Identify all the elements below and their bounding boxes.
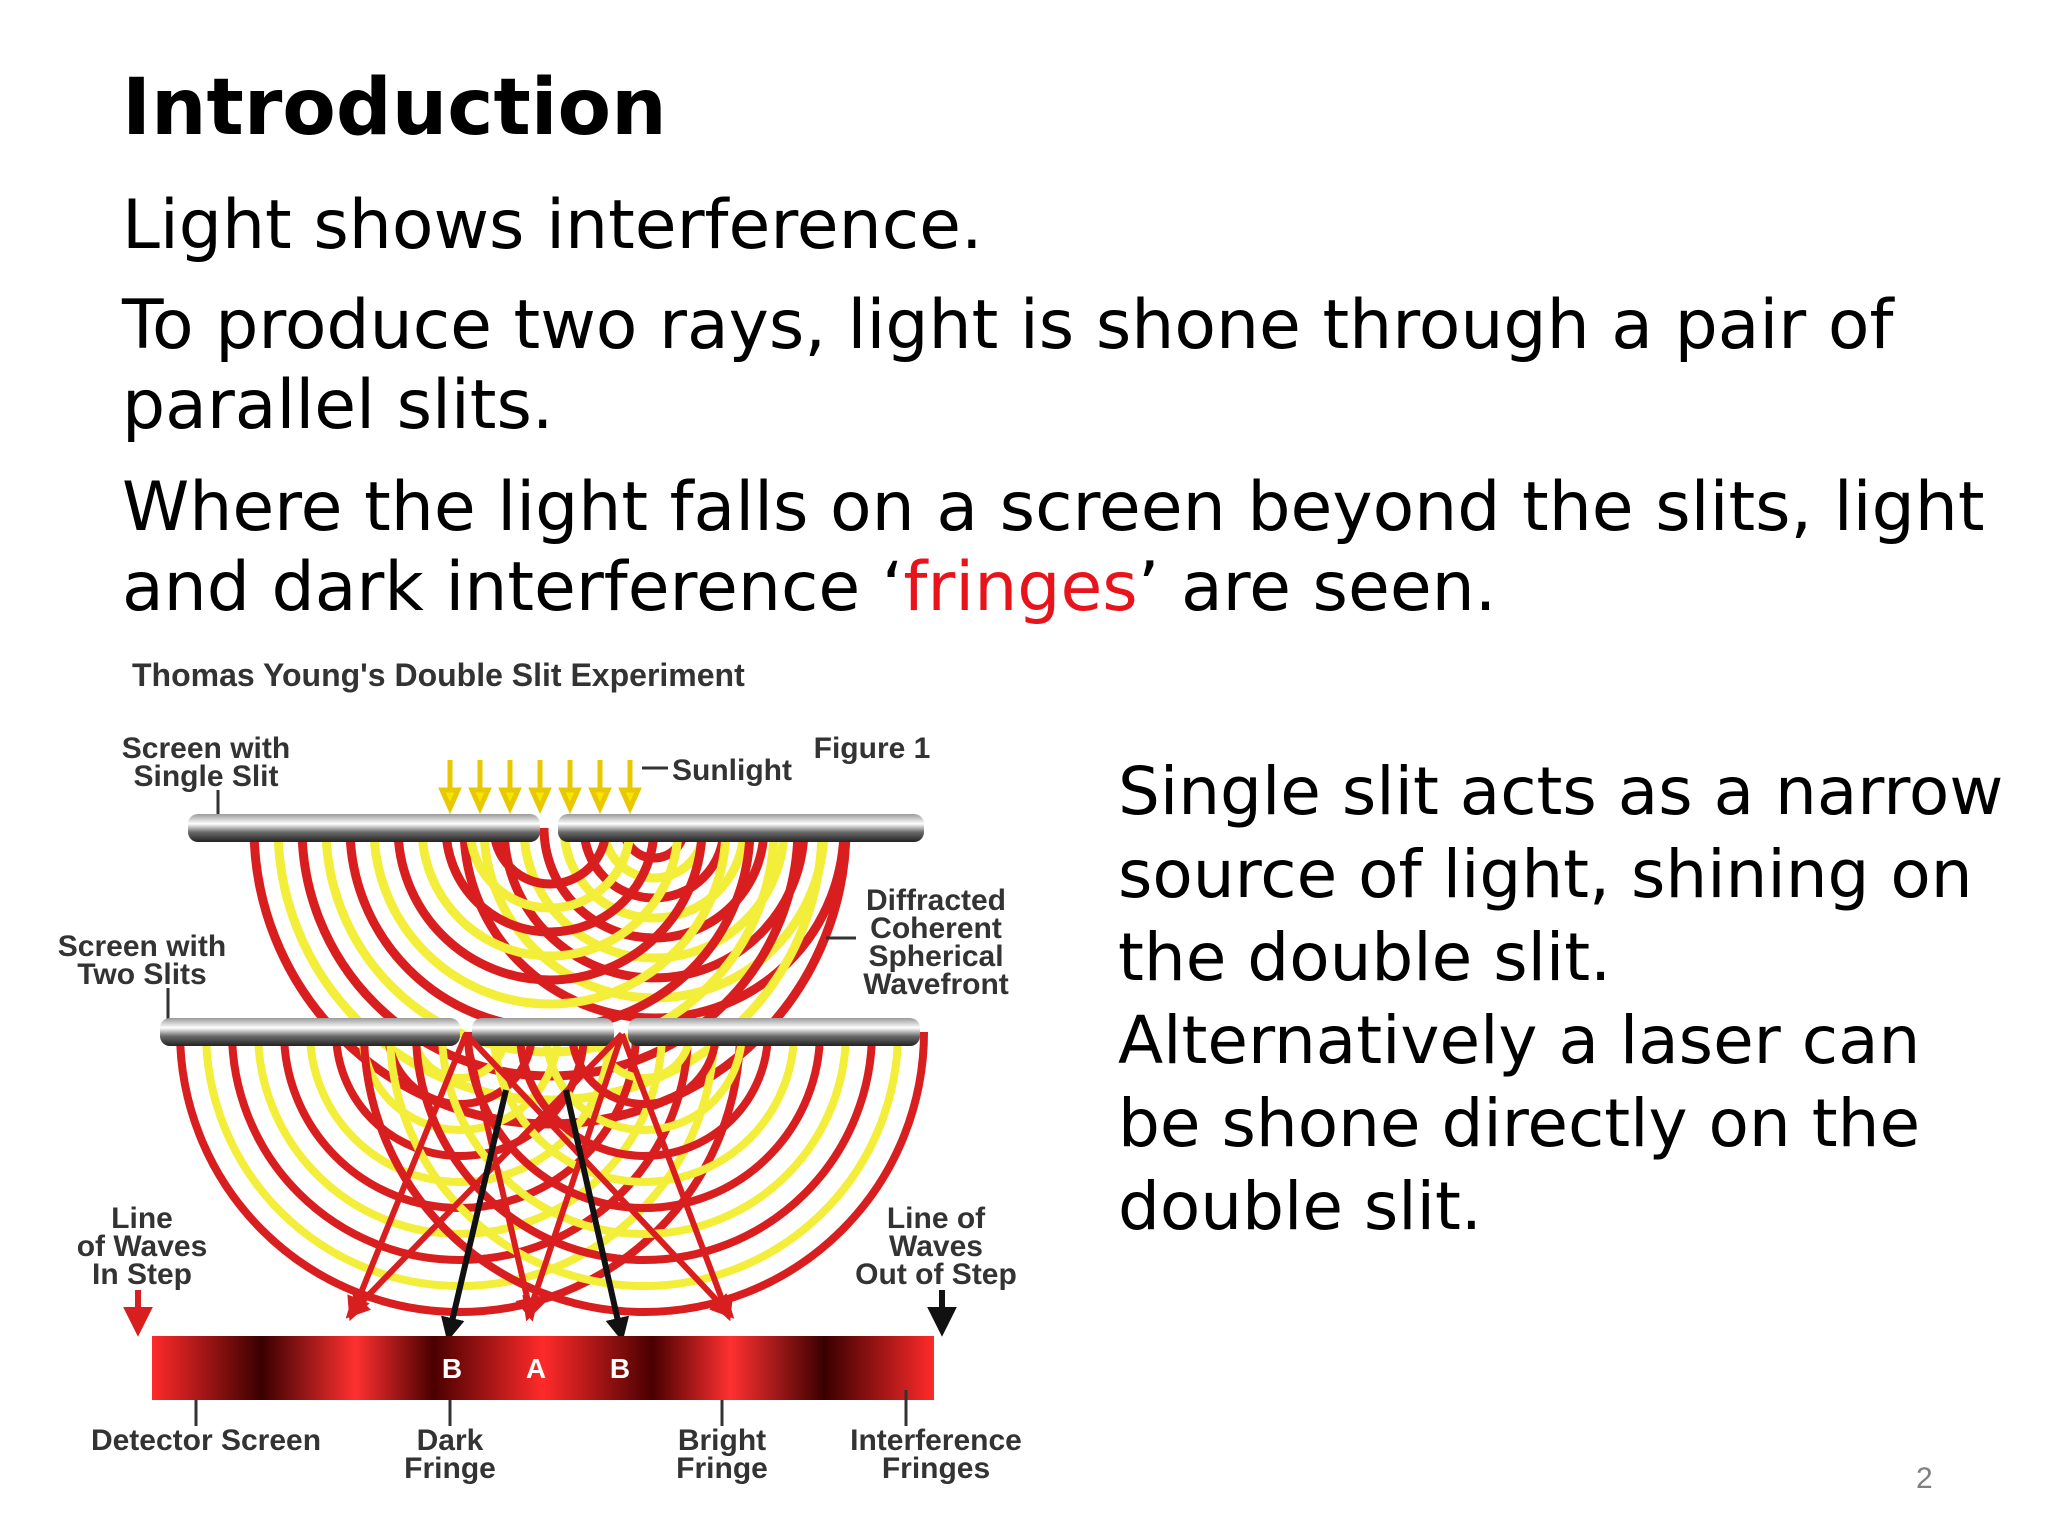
diffracted-label-4: Wavefront	[863, 968, 1009, 1001]
in-step-arrow	[123, 1290, 153, 1337]
interference-rays	[345, 1031, 735, 1342]
page-number: 2	[1916, 1462, 1933, 1495]
bright-fringe-label-1: Bright	[678, 1424, 766, 1457]
out-of-step-label-3: Out of Step	[855, 1258, 1017, 1291]
interference-fringes-label-1: Interference	[850, 1424, 1022, 1457]
fringe-mark-b-right: B	[610, 1353, 630, 1384]
double-slit-figure: Thomas Young's Double Slit Experiment Fi…	[36, 650, 1052, 1526]
paragraph-fringes-end: ’ are seen.	[1137, 548, 1497, 627]
double-slit-screen-right	[628, 1018, 920, 1046]
paragraph-fringes-start: Where the light falls on a screen beyond…	[122, 468, 1985, 627]
single-slit-label-2: Single Slit	[133, 760, 278, 793]
single-slit-explanation: Single slit acts as a narrow source of l…	[1118, 753, 2004, 1245]
dark-fringe-label-2: Fringe	[404, 1452, 496, 1485]
diffracted-label-3: Spherical	[868, 940, 1003, 973]
single-slit-screen-left	[188, 814, 540, 842]
paragraph-interference: Light shows interference.	[122, 186, 983, 265]
two-slits-label-1: Screen with	[58, 930, 226, 963]
in-step-label-1: Line	[111, 1202, 173, 1235]
sunlight-label: Sunlight	[672, 754, 792, 787]
out-of-step-label-2: Waves	[889, 1230, 983, 1263]
fringe-mark-b-left: B	[442, 1353, 462, 1384]
double-slit-screen-middle	[472, 1018, 614, 1046]
single-slit-label-1: Screen with	[122, 732, 290, 765]
out-of-step-arrow	[927, 1290, 957, 1337]
in-step-label-2: of Waves	[77, 1230, 208, 1263]
slide-title: Introduction	[122, 63, 667, 153]
out-of-step-label-1: Line of	[887, 1202, 986, 1235]
figure-number-label: Figure 1	[814, 732, 931, 765]
single-slit-screen-right	[558, 814, 924, 842]
interference-fringes-label-2: Fringes	[882, 1452, 990, 1485]
sunlight-arrows	[438, 760, 642, 815]
diffracted-label-1: Diffracted	[866, 884, 1006, 917]
dark-fringe-label-1: Dark	[417, 1424, 484, 1457]
detector-screen-label: Detector Screen	[91, 1424, 321, 1457]
bright-fringe-label-2: Fringe	[676, 1452, 768, 1485]
paragraph-two-rays: To produce two rays, light is shone thro…	[122, 286, 1894, 445]
fringes-highlight: fringes	[903, 548, 1138, 627]
in-step-label-3: In Step	[92, 1258, 192, 1291]
detector-screen-fringes	[152, 1336, 934, 1400]
fringe-mark-a: A	[526, 1353, 546, 1384]
paragraph-fringes: Where the light falls on a screen beyond…	[122, 468, 2002, 628]
double-slit-diagram: Thomas Young's Double Slit Experiment Fi…	[58, 657, 1022, 1485]
diffracted-label-2: Coherent	[870, 912, 1002, 945]
figure-title: Thomas Young's Double Slit Experiment	[132, 657, 745, 693]
two-slits-label-2: Two Slits	[77, 958, 206, 991]
double-slit-screen-left	[160, 1018, 460, 1046]
